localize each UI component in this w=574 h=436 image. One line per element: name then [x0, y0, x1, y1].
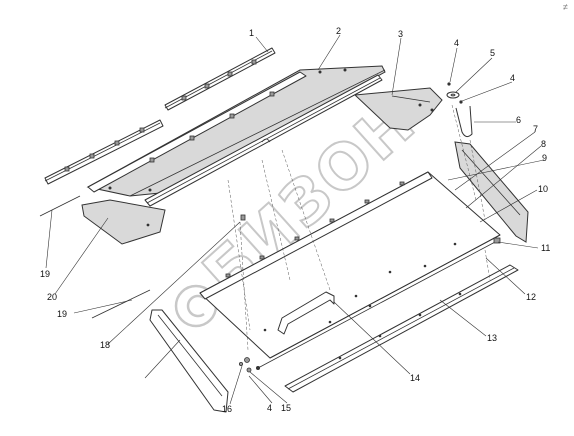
callout-15: 15: [281, 403, 291, 413]
part-4-washers: [447, 82, 463, 104]
part-2-guard: [86, 65, 386, 197]
part-19-rod-lower: [91, 289, 151, 319]
callout-6: 6: [516, 115, 521, 125]
callout-8: 8: [541, 139, 546, 149]
part-5-nut: [446, 91, 460, 99]
part-20-shield: [81, 199, 166, 245]
part-16-end-plate: [149, 309, 229, 413]
part-1-bracket-strip: [44, 47, 276, 185]
callouts: 1 2 3 4 5 4 6 7 8 9 10 11 12 13 14 15 4 …: [40, 26, 550, 414]
callout-18: 18: [100, 340, 110, 350]
leader-lines: [45, 34, 545, 405]
part-14-handle: [277, 291, 335, 335]
callout-14: 14: [410, 373, 420, 383]
callout-9: 9: [542, 153, 547, 163]
part-2-lower-strip: [144, 74, 383, 207]
callout-2: 2: [336, 26, 341, 36]
callout-19-upper: 19: [40, 269, 50, 279]
callout-4-top: 4: [454, 38, 459, 48]
callout-10: 10: [538, 184, 548, 194]
part-15-bolt: [238, 357, 252, 373]
callout-19-lower: 19: [57, 309, 67, 319]
callout-1: 1: [249, 28, 254, 38]
part-rod: [256, 237, 501, 370]
callout-7: 7: [533, 124, 538, 134]
part-7-end-plate: [454, 141, 529, 243]
part-19-rod-upper: [39, 195, 81, 217]
watermark-copyright-c: [186, 294, 205, 318]
callout-4-bottom: 4: [267, 403, 272, 413]
corner-mark: ≠: [563, 2, 568, 12]
callout-3: 3: [398, 29, 403, 39]
callout-5: 5: [490, 48, 495, 58]
part-18-bolt: [240, 214, 246, 221]
part-3-side-plate: [353, 87, 443, 131]
callout-4-right: 4: [510, 73, 515, 83]
assembly-lines: [227, 104, 491, 351]
part-6-u-bolt: [455, 105, 473, 138]
callout-16: 16: [222, 404, 232, 414]
callout-13: 13: [487, 333, 497, 343]
callout-12: 12: [526, 292, 536, 302]
callout-11: 11: [541, 243, 550, 253]
main-panel: [199, 171, 501, 359]
callout-20: 20: [47, 292, 57, 302]
part-13-lower-strip: [284, 264, 519, 393]
